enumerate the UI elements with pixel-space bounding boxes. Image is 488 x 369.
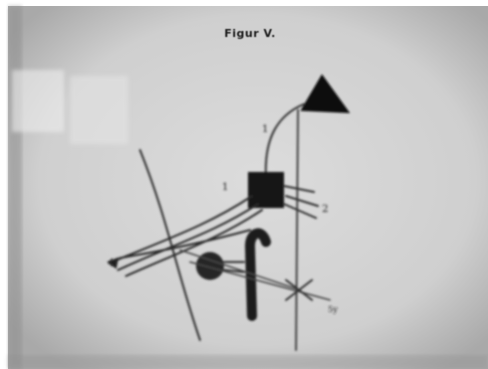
far-left-mark: 4 — [108, 258, 114, 269]
square-shape — [248, 172, 284, 208]
left-mark: 1 — [222, 182, 228, 193]
bottom-shadow — [8, 355, 488, 369]
bottom-right-mark: 5y — [328, 305, 338, 314]
light-reflection-1 — [12, 70, 64, 132]
upper-mark: 1 — [262, 124, 268, 135]
light-reflection-2 — [70, 76, 128, 144]
right-mark: 2 — [322, 204, 328, 215]
left-shadow — [8, 6, 22, 369]
figure-title: Figur V. — [0, 27, 488, 40]
